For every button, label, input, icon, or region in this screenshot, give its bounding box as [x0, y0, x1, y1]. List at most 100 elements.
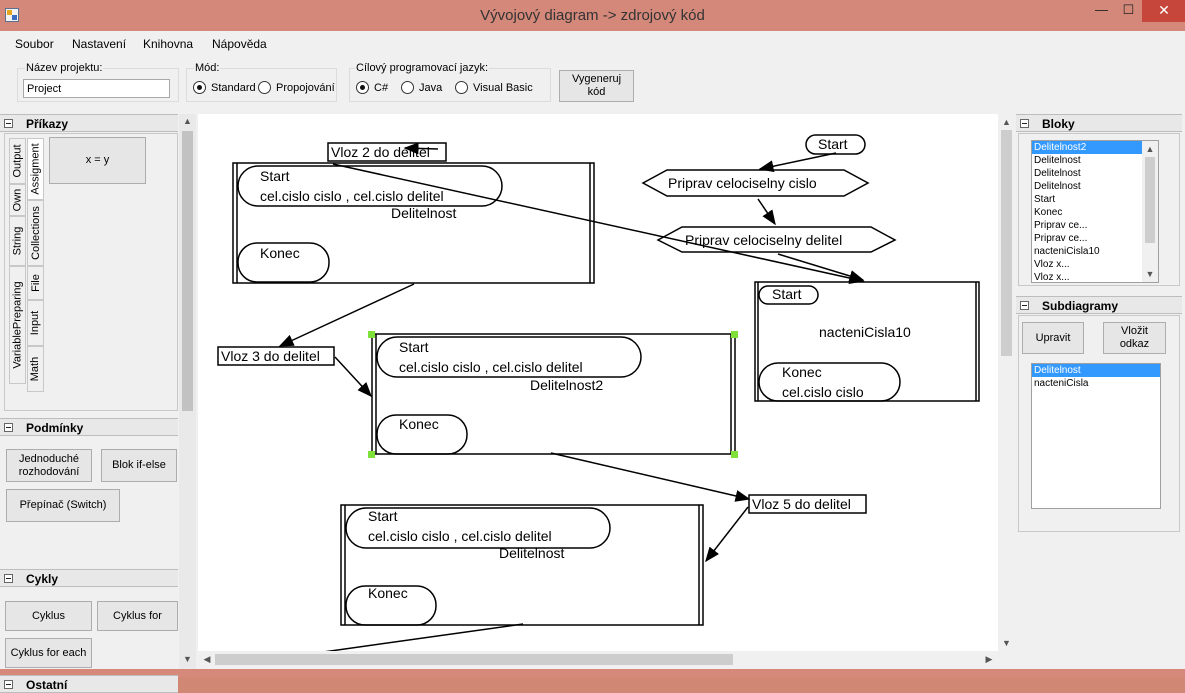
menu-knihovna[interactable]: Knihovna: [143, 37, 194, 51]
subdiagramy-area: [1018, 315, 1180, 532]
vlozit-odkaz-button[interactable]: Vložit odkaz: [1103, 322, 1166, 354]
mode-propojovani-radio[interactable]: Propojování: [258, 81, 335, 94]
prikazy-header[interactable]: Příkazy: [0, 114, 178, 132]
tab-collections[interactable]: Collections: [27, 200, 44, 266]
bloky-list-item[interactable]: Delitelnost: [1034, 155, 1081, 166]
subdiagram-block[interactable]: [371, 333, 736, 455]
language-group: Cílový programovací jazyk: C# Java Visua…: [349, 62, 551, 102]
upravit-button[interactable]: Upravit: [1022, 322, 1084, 354]
assign-command-button[interactable]: x = y: [49, 137, 146, 184]
bloky-list-item[interactable]: Delitelnost: [1034, 168, 1081, 179]
tab-input[interactable]: Input: [27, 300, 44, 346]
bloky-list-item[interactable]: Vloz x...: [1034, 259, 1070, 270]
podminky-header[interactable]: Podmínky: [0, 418, 178, 436]
menu-napoveda[interactable]: Nápověda: [212, 37, 267, 51]
tab-assigment-label: Assigment: [29, 143, 42, 195]
left-panel-scrollbar[interactable]: ▲ ▼: [179, 114, 196, 669]
mode-label: Mód:: [194, 62, 221, 74]
start-terminal[interactable]: [237, 165, 503, 207]
cykly-header[interactable]: Cykly: [0, 569, 178, 587]
project-group: Název projektu:: [17, 62, 179, 102]
block1-start: Start: [260, 168, 290, 184]
bloky-list-item[interactable]: Vloz x...: [1034, 272, 1070, 283]
scroll-up-icon[interactable]: ▲: [1002, 117, 1011, 127]
tab-assigment[interactable]: Assigment: [27, 138, 44, 200]
canvas-hscrollbar[interactable]: ◀ ▶: [198, 651, 998, 668]
tab-variablepreparing[interactable]: VariablePreparing: [9, 266, 26, 384]
collapse-icon[interactable]: [4, 680, 13, 689]
language-label: Cílový programovací jazyk:: [355, 62, 490, 74]
radio-unselected-icon: [401, 81, 414, 94]
bloky-list-item[interactable]: nacteniCisla10: [1034, 246, 1100, 257]
tab-output[interactable]: Output: [9, 138, 26, 184]
vloz2-label: Vloz 2 do delitel: [331, 144, 430, 160]
canvas-vscrollbar[interactable]: ▲ ▼: [998, 114, 1015, 652]
scroll-left-icon[interactable]: ◀: [203, 654, 211, 664]
cyklus-foreach-button[interactable]: Cyklus for each: [5, 638, 92, 668]
bloky-list-item[interactable]: Start: [1034, 194, 1056, 205]
menu-nastaveni[interactable]: Nastavení: [72, 37, 127, 51]
sub-list-item[interactable]: nacteniCisla: [1034, 378, 1089, 389]
close-button[interactable]: ✕: [1142, 0, 1185, 22]
mode-standard-radio[interactable]: Standard: [193, 81, 256, 94]
vloz5-label: Vloz 5 do delitel: [752, 496, 851, 512]
minimize-button[interactable]: —: [1095, 2, 1108, 17]
scroll-down-icon[interactable]: ▼: [183, 654, 192, 664]
collapse-icon[interactable]: [1020, 119, 1029, 128]
block1-name: Delitelnost: [391, 205, 456, 221]
sub-list-item[interactable]: Delitelnost: [1032, 364, 1160, 377]
switch-button[interactable]: Přepínač (Switch): [6, 489, 120, 522]
tab-own[interactable]: Own: [9, 184, 26, 216]
collapse-icon[interactable]: [1020, 301, 1029, 310]
scroll-thumb[interactable]: [1001, 130, 1012, 356]
maximize-button[interactable]: ☐: [1122, 2, 1135, 17]
menu-bar: Soubor Nastavení Knihovna Nápověda: [0, 31, 1185, 55]
scroll-right-icon[interactable]: ▶: [985, 654, 993, 664]
collapse-icon[interactable]: [4, 574, 13, 583]
project-name-input[interactable]: [23, 79, 170, 98]
scroll-up-icon[interactable]: ▲: [1145, 144, 1155, 154]
tab-variablepreparing-label: VariablePreparing: [11, 281, 24, 369]
if-else-button[interactable]: Blok if-else: [101, 449, 177, 482]
app-icon[interactable]: [5, 8, 19, 22]
bloky-header[interactable]: Bloky: [1016, 114, 1182, 132]
tab-file[interactable]: File: [27, 266, 44, 300]
scroll-down-icon[interactable]: ▼: [1002, 638, 1011, 648]
scroll-thumb[interactable]: [215, 654, 733, 665]
bloky-list-item[interactable]: Konec: [1034, 207, 1063, 218]
ostatni-header[interactable]: Ostatní: [0, 675, 178, 693]
collapse-icon[interactable]: [4, 119, 13, 128]
diagram-canvas[interactable]: Start cel.cislo cislo , cel.cislo delite…: [198, 114, 998, 655]
cyklus-for-button[interactable]: Cyklus for: [97, 601, 178, 631]
block2-name: Delitelnost2: [530, 377, 603, 393]
bloky-list-item[interactable]: Priprav ce...: [1034, 220, 1088, 231]
lang-java-radio[interactable]: Java: [401, 81, 442, 94]
cyklus-button[interactable]: Cyklus: [5, 601, 92, 631]
collapse-icon[interactable]: [4, 423, 13, 432]
tab-string[interactable]: String: [9, 216, 26, 266]
scroll-thumb[interactable]: [182, 131, 193, 411]
bloky-list-item[interactable]: Priprav ce...: [1034, 233, 1088, 244]
selection-handles[interactable]: [368, 331, 738, 458]
lang-csharp-radio[interactable]: C#: [356, 81, 388, 94]
menu-soubor[interactable]: Soubor: [15, 37, 54, 51]
simple-condition-label-1: Jednoduché: [19, 452, 79, 465]
tab-own-label: Own: [11, 188, 24, 212]
bloky-list-item[interactable]: Delitelnost2: [1032, 141, 1158, 154]
subdiagramy-header[interactable]: Subdiagramy: [1016, 296, 1182, 314]
scroll-thumb[interactable]: [1145, 157, 1155, 243]
tab-math[interactable]: Math: [27, 346, 44, 392]
scroll-down-icon[interactable]: ▼: [1145, 269, 1155, 279]
scroll-up-icon[interactable]: ▲: [183, 116, 192, 126]
bloky-scrollbar[interactable]: ▲ ▼: [1142, 141, 1158, 282]
subdiagram-block[interactable]: [340, 504, 704, 626]
generate-code-button[interactable]: Vygeneruj kód: [559, 70, 634, 102]
subdiagram-block[interactable]: [232, 162, 595, 284]
diagram-svg[interactable]: Start cel.cislo cislo , cel.cislo delite…: [198, 114, 998, 655]
connector-arrow: [403, 142, 439, 155]
bloky-list-item[interactable]: Delitelnost: [1034, 181, 1081, 192]
simple-condition-button[interactable]: Jednoduché rozhodování: [6, 449, 92, 482]
lang-vb-radio[interactable]: Visual Basic: [455, 81, 533, 94]
